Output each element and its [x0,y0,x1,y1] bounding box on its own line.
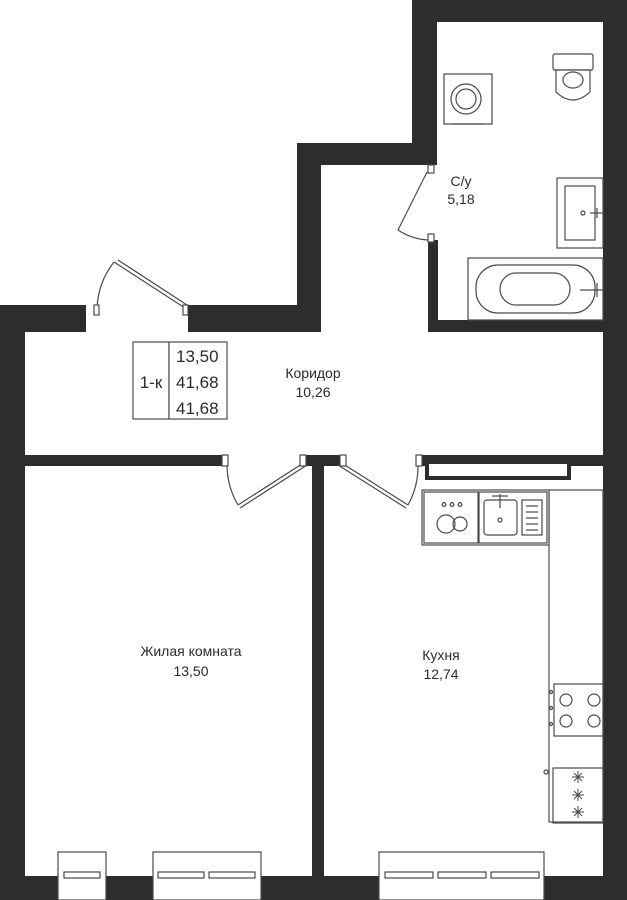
window-icon [57,851,545,900]
door-icon [93,164,435,509]
fridge-icon [543,767,604,824]
corridor-name: Коридор [285,365,341,381]
room-labels: С/у 5,18 Коридор 10,26 Жилая комната 13,… [140,173,474,682]
bathroom-name: С/у [451,173,472,189]
living-room-name: Жилая комната [140,643,241,659]
apartment-type: 1-к [140,373,163,392]
living-room-area: 13,50 [173,663,208,679]
corridor-area: 10,26 [295,384,330,400]
kitchen-sink-icon [478,491,548,544]
stove-icon [548,683,604,737]
bathroom-area: 5,18 [447,191,474,207]
kitchen-niche [425,460,571,480]
kitchen-name: Кухня [422,647,459,663]
toilet-icon [552,53,594,101]
dishwasher-icon [423,491,479,544]
bathtub-icon [467,257,604,321]
apartment-badge: 1-к 13,50 41,68 41,68 [132,341,228,420]
apartment-area-total: 41,68 [176,373,219,392]
sink-icon [556,177,604,249]
apartment-area-general: 41,68 [176,399,219,418]
washing-machine-icon [443,73,493,125]
apartment-area-living: 13,50 [176,347,219,366]
kitchen-area: 12,74 [423,666,458,682]
